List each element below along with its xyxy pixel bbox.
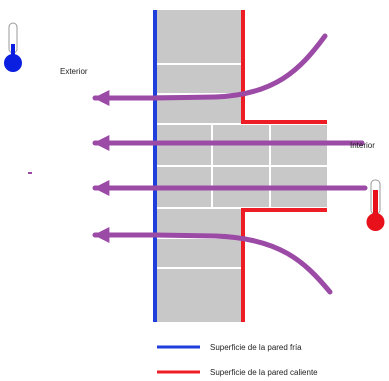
exterior-label: Exterior	[60, 67, 88, 76]
cold-thermometer-icon	[4, 22, 22, 72]
hot-surface-line-lower	[241, 208, 327, 322]
heat-flow-arrows	[92, 33, 368, 295]
hot-thermometer-icon	[366, 179, 385, 231]
legend-label-cold: Superficie de la pared fría	[210, 343, 302, 352]
heat-flow-arrow-4	[92, 226, 333, 295]
interior-label: Interior	[350, 141, 375, 150]
wall	[155, 10, 327, 322]
heat-flow-arrow-1	[92, 33, 328, 107]
hot-surface-line	[241, 10, 327, 124]
legend: Superficie de la pared fría Superficie d…	[157, 343, 318, 377]
legend-label-hot: Superficie de la pared caliente	[210, 368, 318, 377]
